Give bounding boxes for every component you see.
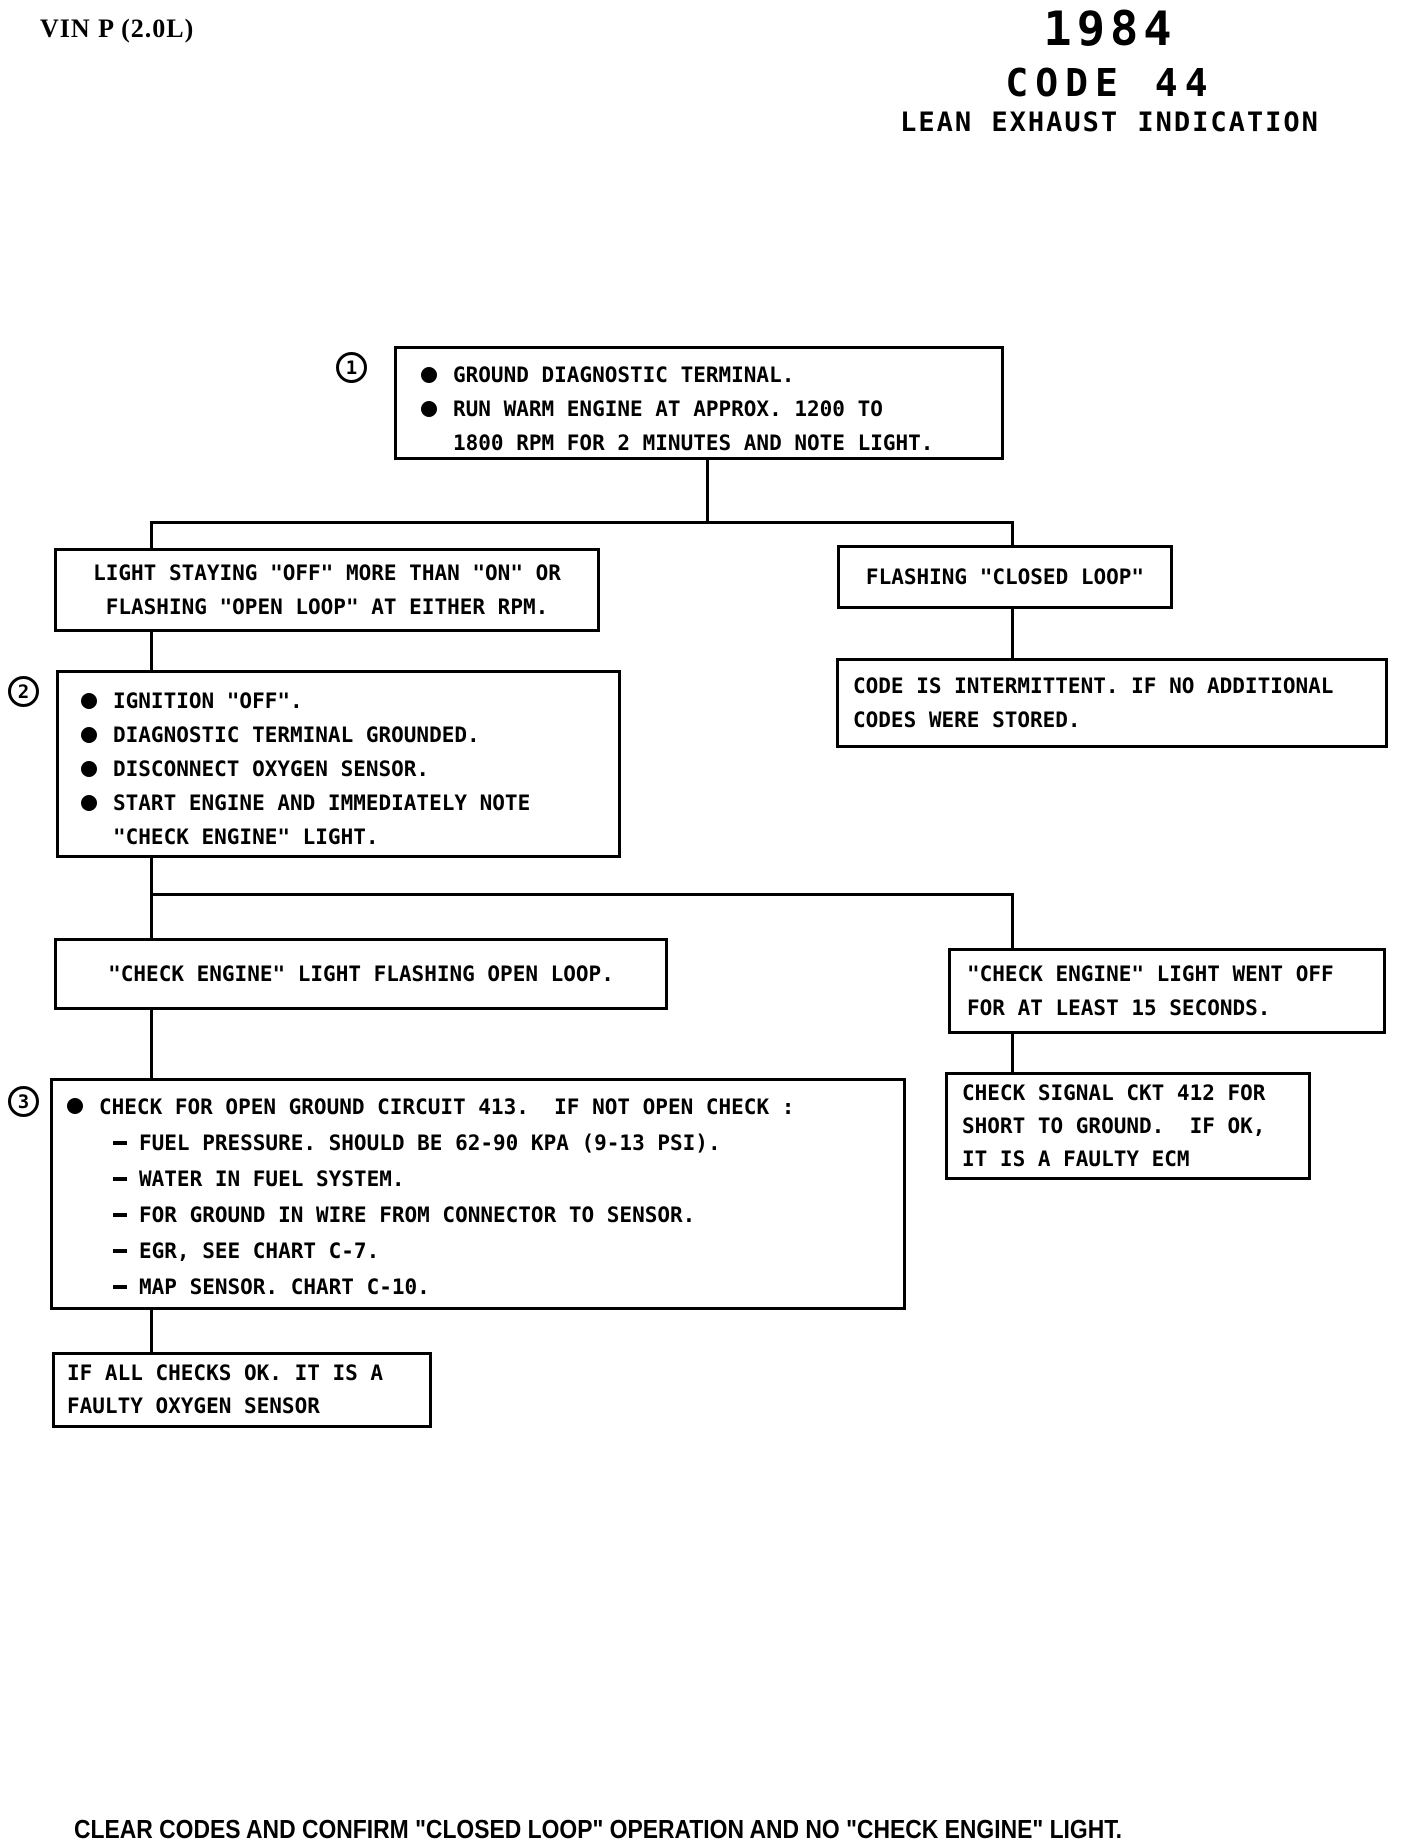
connector-line: [150, 857, 153, 895]
oxygen-sensor-box: IF ALL CHECKS OK. IT IS A FAULTY OXYGEN …: [52, 1352, 432, 1428]
step2-bullet-1-text: IGNITION "OFF".: [113, 689, 303, 713]
step3-item-2-text: WATER IN FUEL SYSTEM.: [139, 1167, 405, 1191]
dash-icon: [113, 1177, 127, 1181]
step2-bullet-4-line2: "CHECK ENGINE" LIGHT.: [113, 825, 379, 849]
connector-line: [150, 521, 1014, 524]
bullet-icon: [81, 727, 97, 743]
connector-line: [150, 631, 153, 672]
step1-bullet-2-text: RUN WARM ENGINE AT APPROX. 1200 TO 1800 …: [453, 392, 933, 460]
page-title-block: 1984 CODE 44 LEAN EXHAUST INDICATION: [830, 4, 1390, 138]
light-went-off-box: "CHECK ENGINE" LIGHT WENT OFF FOR AT LEA…: [948, 948, 1386, 1034]
step3-item-2: WATER IN FUEL SYSTEM.: [113, 1161, 895, 1197]
step-number-1-label: 1: [345, 356, 358, 379]
step1-bullet-1-text: GROUND DIAGNOSTIC TERMINAL.: [453, 363, 795, 387]
step3-item-4: EGR, SEE CHART C-7.: [113, 1233, 895, 1269]
connector-line: [150, 1009, 153, 1078]
intermittent-line1: CODE IS INTERMITTENT. IF NO ADDITIONAL: [853, 674, 1334, 698]
step1-bullet-2: RUN WARM ENGINE AT APPROX. 1200 TO 1800 …: [421, 392, 991, 460]
step-number-3: 3: [8, 1086, 39, 1117]
bullet-icon: [421, 367, 437, 383]
vin-label: VIN P (2.0L): [40, 14, 195, 43]
step2-bullet-4-line1: START ENGINE AND IMMEDIATELY NOTE: [113, 791, 531, 815]
connector-line: [1011, 1033, 1014, 1074]
flashing-closed-loop-text: FLASHING "CLOSED LOOP": [865, 565, 1145, 589]
dash-icon: [113, 1141, 127, 1145]
connector-line: [150, 893, 153, 940]
step3-item-4-text: EGR, SEE CHART C-7.: [139, 1239, 380, 1263]
step2-bullet-2: DIAGNOSTIC TERMINAL GROUNDED.: [81, 718, 610, 752]
step2-bullet-4: START ENGINE AND IMMEDIATELY NOTE "CHECK…: [81, 786, 610, 854]
bullet-icon: [81, 693, 97, 709]
connector-line: [1011, 893, 1014, 950]
step2-bullet-4-text: START ENGINE AND IMMEDIATELY NOTE "CHECK…: [113, 786, 530, 854]
light-off-line1: LIGHT STAYING "OFF" MORE THAN "ON" OR: [93, 561, 561, 585]
step3-item-5: MAP SENSOR. CHART C-10.: [113, 1269, 895, 1305]
intermittent-box: CODE IS INTERMITTENT. IF NO ADDITIONAL C…: [836, 658, 1388, 748]
bullet-icon: [421, 401, 437, 417]
page-subtitle: LEAN EXHAUST INDICATION: [900, 107, 1320, 138]
step2-box: IGNITION "OFF". DIAGNOSTIC TERMINAL GROU…: [56, 670, 621, 858]
dash-icon: [113, 1249, 127, 1253]
went-off-line2: FOR AT LEAST 15 SECONDS.: [967, 996, 1271, 1020]
step3-item-3-text: FOR GROUND IN WIRE FROM CONNECTOR TO SEN…: [139, 1203, 696, 1227]
dash-icon: [113, 1213, 127, 1217]
step-number-1: 1: [336, 352, 367, 383]
dash-icon: [113, 1285, 127, 1289]
flashing-closed-loop-box: FLASHING "CLOSED LOOP": [837, 545, 1173, 609]
step3-bullet-1-text: CHECK FOR OPEN GROUND CIRCUIT 413. IF NO…: [99, 1095, 795, 1119]
step2-bullet-2-text: DIAGNOSTIC TERMINAL GROUNDED.: [113, 723, 480, 747]
check-signal-line3: IT IS A FAULTY ECM: [962, 1146, 1190, 1171]
code-title: CODE 44: [1005, 61, 1215, 105]
check-signal-line1: CHECK SIGNAL CKT 412 FOR: [962, 1080, 1266, 1105]
step2-bullet-3: DISCONNECT OXYGEN SENSOR.: [81, 752, 610, 786]
oxygen-line2: FAULTY OXYGEN SENSOR: [67, 1394, 320, 1418]
connector-line: [1011, 608, 1014, 660]
step3-bullet-1: CHECK FOR OPEN GROUND CIRCUIT 413. IF NO…: [67, 1089, 895, 1125]
bullet-icon: [67, 1098, 83, 1114]
bullet-icon: [81, 761, 97, 777]
step-number-2: 2: [8, 676, 39, 707]
step3-item-3: FOR GROUND IN WIRE FROM CONNECTOR TO SEN…: [113, 1197, 895, 1233]
step1-bullet-2-line2: 1800 RPM FOR 2 MINUTES AND NOTE LIGHT.: [453, 431, 934, 455]
step3-item-1: FUEL PRESSURE. SHOULD BE 62-90 KPA (9-13…: [113, 1125, 895, 1161]
light-off-line2: FLASHING "OPEN LOOP" AT EITHER RPM.: [105, 595, 549, 619]
step1-box: GROUND DIAGNOSTIC TERMINAL. RUN WARM ENG…: [394, 346, 1004, 460]
flash-open-loop-box: "CHECK ENGINE" LIGHT FLASHING OPEN LOOP.: [54, 938, 668, 1010]
connector-line: [150, 893, 1014, 896]
check-signal-box: CHECK SIGNAL CKT 412 FOR SHORT TO GROUND…: [945, 1072, 1311, 1180]
step3-item-5-text: MAP SENSOR. CHART C-10.: [139, 1275, 430, 1299]
bullet-icon: [81, 795, 97, 811]
connector-line: [150, 521, 153, 551]
oxygen-line1: IF ALL CHECKS OK. IT IS A: [67, 1361, 384, 1385]
check-signal-line2: SHORT TO GROUND. IF OK,: [962, 1113, 1266, 1138]
footer-note: CLEAR CODES AND CONFIRM "CLOSED LOOP" OP…: [74, 1814, 1123, 1844]
step2-bullet-3-text: DISCONNECT OXYGEN SENSOR.: [113, 757, 430, 781]
step-number-2-label: 2: [17, 680, 30, 703]
light-off-box: LIGHT STAYING "OFF" MORE THAN "ON" OR FL…: [54, 548, 600, 632]
step3-item-1-text: FUEL PRESSURE. SHOULD BE 62-90 KPA (9-13…: [139, 1131, 721, 1155]
step1-bullet-1: GROUND DIAGNOSTIC TERMINAL.: [421, 358, 991, 392]
connector-line: [1011, 521, 1014, 548]
step3-box: CHECK FOR OPEN GROUND CIRCUIT 413. IF NO…: [50, 1078, 906, 1310]
went-off-line1: "CHECK ENGINE" LIGHT WENT OFF: [967, 962, 1334, 986]
year-title: 1984: [1043, 2, 1177, 57]
step1-bullet-2-line1: RUN WARM ENGINE AT APPROX. 1200 TO: [453, 397, 883, 421]
step2-bullet-1: IGNITION "OFF".: [81, 684, 610, 718]
connector-line: [706, 458, 709, 524]
flash-open-loop-text: "CHECK ENGINE" LIGHT FLASHING OPEN LOOP.: [108, 962, 614, 986]
step-number-3-label: 3: [17, 1090, 30, 1113]
connector-line: [150, 1309, 153, 1354]
intermittent-line2: CODES WERE STORED.: [853, 708, 1081, 732]
